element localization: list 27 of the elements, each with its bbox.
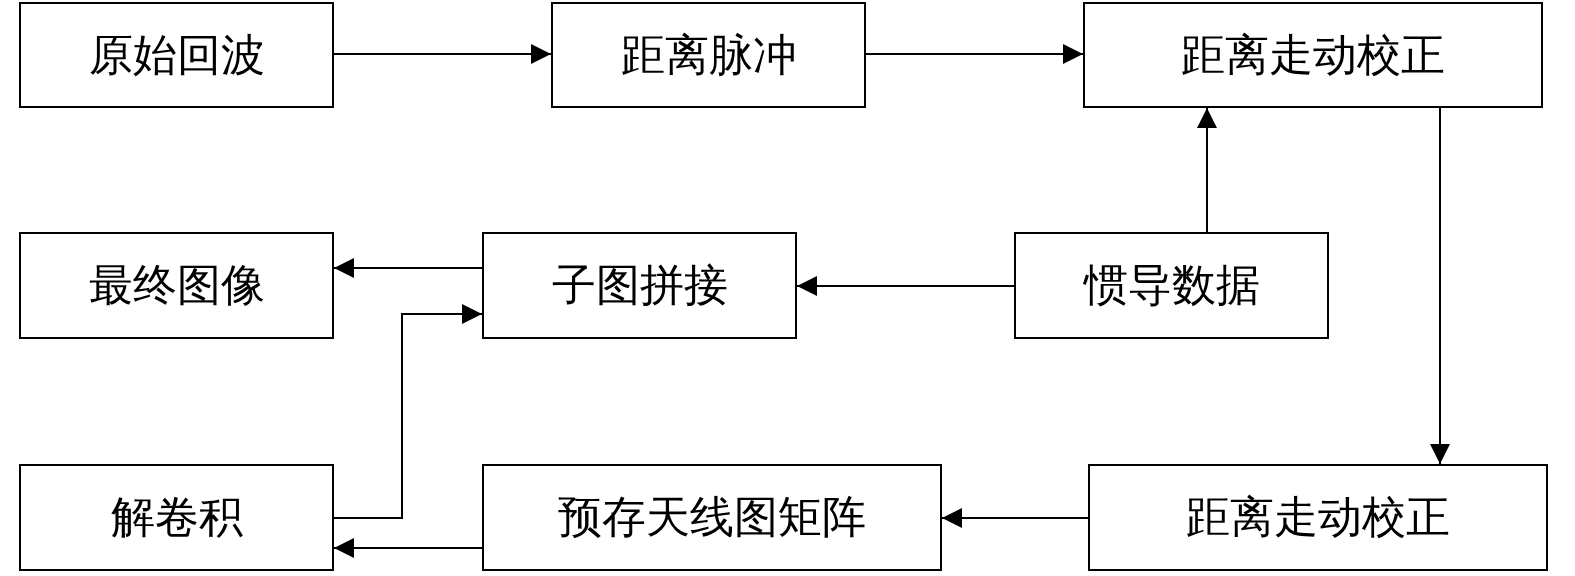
process-box — [19, 232, 334, 339]
process-box — [482, 232, 797, 339]
box-label: 距离脉冲 — [620, 27, 797, 82]
box-label: 最终图像 — [88, 258, 265, 312]
process-box — [1083, 2, 1543, 108]
box-label: 距离走动校正 — [1186, 490, 1450, 544]
arrow — [333, 304, 483, 519]
arrow — [333, 44, 552, 64]
process-box — [1014, 232, 1329, 339]
process-box — [482, 464, 942, 571]
box-label: 惯导数据 — [1083, 258, 1260, 312]
box-label: 解卷积 — [110, 490, 243, 544]
box-label: 预存天线图矩阵 — [558, 490, 866, 544]
box-label: 原始回波 — [88, 27, 265, 82]
arrow — [333, 258, 483, 278]
arrow — [1430, 107, 1450, 465]
process-box — [19, 2, 334, 108]
process-box — [19, 464, 334, 571]
arrow — [333, 538, 483, 558]
box-label: 子图拼接 — [551, 258, 728, 312]
box-label: 距离走动校正 — [1181, 27, 1445, 82]
arrow — [865, 44, 1084, 64]
arrow — [796, 276, 1015, 296]
arrow — [941, 508, 1089, 528]
process-box — [551, 2, 866, 108]
process-box — [1088, 464, 1548, 571]
arrow — [1197, 107, 1217, 233]
